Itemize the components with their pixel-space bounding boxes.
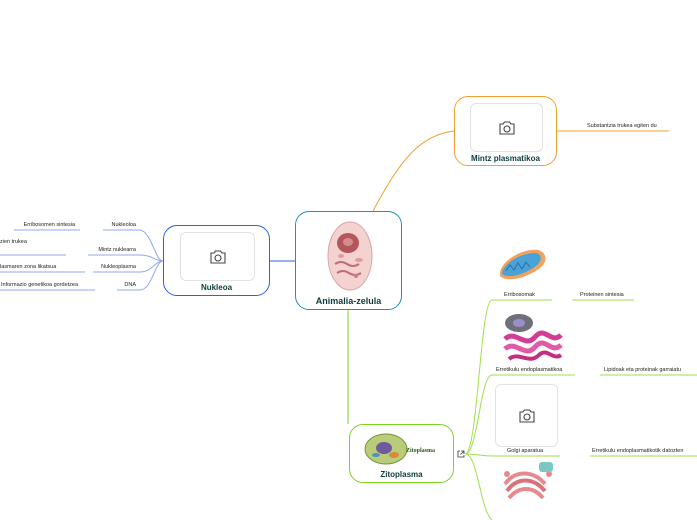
root-node[interactable]: Animalia-zelula bbox=[295, 211, 402, 310]
zito-child-erribosomak[interactable]: Erribosomak bbox=[504, 292, 535, 298]
root-title: Animalia-zelula bbox=[315, 296, 382, 306]
image-placeholder bbox=[180, 232, 255, 281]
camera-icon bbox=[518, 408, 535, 423]
mintz-plasmatikoa-node[interactable]: Mintz plasmatikoa bbox=[454, 96, 557, 166]
zitoplasma-node[interactable]: Zitoplasma Zitoplasma bbox=[349, 424, 454, 483]
nukleoa-child-nukleoloa[interactable]: Nukleoloa bbox=[111, 222, 136, 228]
nukleoloa-detail[interactable]: Erribosomen sintesia bbox=[23, 222, 75, 228]
cytoplasm-image: Zitoplasma bbox=[364, 433, 435, 465]
zitoplasma-title: Zitoplasma bbox=[380, 470, 423, 479]
nukleoa-node[interactable]: Nukleoa bbox=[163, 225, 270, 296]
erribosomak-detail[interactable]: Proteinen sintesia bbox=[580, 292, 624, 298]
camera-icon bbox=[209, 249, 226, 264]
erretikulu-detail[interactable]: Lipidoak eta proteinak garraiatu bbox=[604, 367, 682, 373]
zito-child-erretikulu[interactable]: Erretikulu endoplasmatikoa bbox=[496, 367, 563, 373]
golgi-apparatus-image bbox=[503, 462, 553, 500]
zito-child-golgi[interactable]: Golgi aparatua bbox=[507, 448, 544, 454]
nukleoa-child-mintz-nuklearra[interactable]: Mintz nuklearra bbox=[98, 247, 136, 253]
animal-cell-image bbox=[327, 221, 373, 291]
golgi-image-placeholder bbox=[495, 384, 558, 447]
camera-icon bbox=[498, 120, 515, 135]
endoplasmic-reticulum-image bbox=[503, 314, 563, 361]
nukleoa-title: Nukleoa bbox=[200, 283, 233, 292]
cytoplasm-image-text: Zitoplasma bbox=[406, 448, 435, 454]
golgi-detail[interactable]: Erretikulu endoplasmatikotik datozten bbox=[592, 448, 684, 454]
dna-detail[interactable]: Informazio genetikoa gordetzea bbox=[1, 282, 79, 288]
nukleoa-child-nukleoplasma[interactable]: Nukleoplasma bbox=[101, 264, 136, 270]
mintz-nuklearra-detail[interactable]: zien trukea bbox=[0, 239, 27, 245]
mintz-child-label[interactable]: Substantzia trukea egiten du bbox=[587, 123, 657, 129]
nukleoplasma-detail[interactable]: lasmaren zona likatsua bbox=[0, 264, 57, 270]
external-link-icon[interactable] bbox=[457, 450, 465, 458]
mintz-title: Mintz plasmatikoa bbox=[471, 154, 540, 163]
nukleoa-child-dna[interactable]: DNA bbox=[124, 282, 136, 288]
mitochondria-image bbox=[499, 249, 546, 280]
image-placeholder bbox=[470, 103, 543, 152]
